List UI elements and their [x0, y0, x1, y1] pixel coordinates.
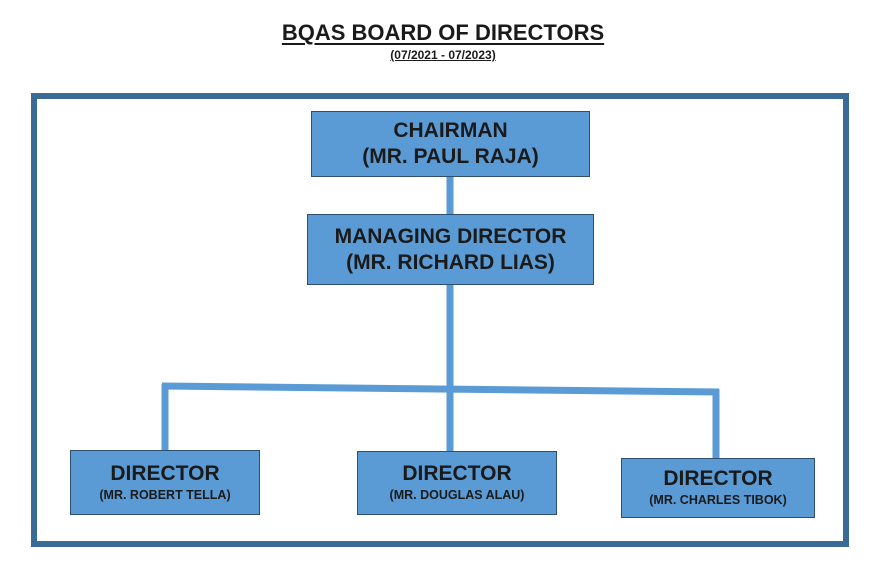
- director-box-1: DIRECTOR (MR. ROBERT TELLA): [70, 450, 260, 515]
- director-box-3: DIRECTOR (MR. CHARLES TIBOK): [621, 458, 815, 518]
- chairman-role: CHAIRMAN: [393, 119, 508, 142]
- director-role: DIRECTOR: [402, 462, 512, 485]
- director-name: (MR. CHARLES TIBOK): [649, 493, 787, 507]
- org-chart-frame: [31, 93, 849, 547]
- director-role: DIRECTOR: [663, 467, 773, 490]
- chart-period: (07/2021 - 07/2023): [390, 48, 496, 62]
- managing-director-box: MANAGING DIRECTOR (MR. RICHARD LIAS): [307, 214, 594, 285]
- chairman-box: CHAIRMAN (MR. PAUL RAJA): [311, 111, 590, 177]
- director-box-2: DIRECTOR (MR. DOUGLAS ALAU): [357, 451, 557, 515]
- managing-director-role: MANAGING DIRECTOR: [334, 224, 567, 248]
- chart-title: BQAS BOARD OF DIRECTORS: [281, 20, 605, 45]
- director-name: (MR. ROBERT TELLA): [99, 487, 231, 502]
- director-role: DIRECTOR: [110, 461, 220, 485]
- director-name: (MR. DOUGLAS ALAU): [389, 488, 525, 502]
- managing-director-name: (MR. RICHARD LIAS): [346, 250, 555, 274]
- connector-horizontal-bar: [161, 382, 720, 396]
- chairman-name: (MR. PAUL RAJA): [362, 145, 539, 168]
